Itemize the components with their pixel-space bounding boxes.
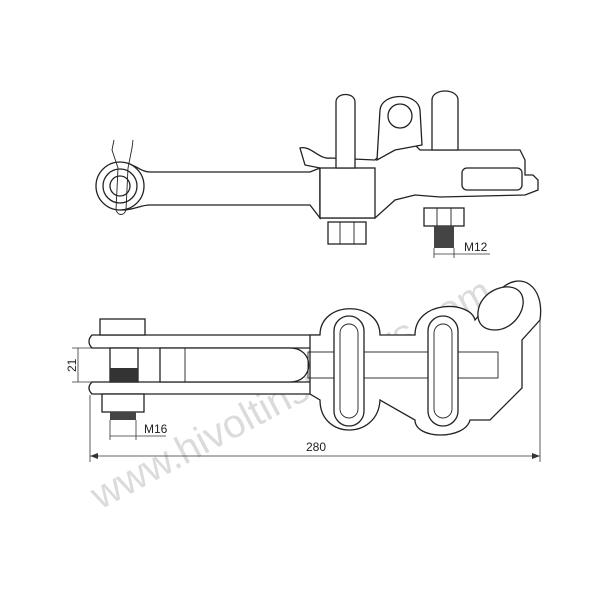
u-bolt-loop-1	[333, 315, 365, 427]
bolt-head	[99, 318, 146, 336]
u-bolt-1	[335, 93, 356, 169]
clevis-lower	[88, 381, 321, 395]
keeper-slot	[461, 167, 523, 191]
plan-view: 21 M16 280	[65, 280, 542, 462]
clevis-upper	[88, 334, 321, 349]
u-bolt-2	[431, 90, 459, 151]
dim-m12: M12	[464, 240, 488, 254]
dim-21: 21	[65, 358, 79, 372]
thread-m12	[434, 226, 454, 248]
thread-m16	[110, 368, 138, 382]
keeper-bar	[307, 351, 499, 379]
clamp-block	[319, 167, 376, 219]
pin	[109, 175, 131, 197]
dim-m16: M16	[144, 422, 168, 436]
bolt-tip	[110, 412, 136, 420]
nut-1	[327, 221, 367, 245]
bolt-nut	[101, 393, 145, 413]
plan-lug-eye	[477, 286, 524, 331]
lug-hole	[387, 103, 413, 129]
dim-280: 280	[306, 440, 326, 454]
arm-fork	[159, 347, 310, 383]
cotter-pin	[111, 139, 134, 215]
u-bolt-loop-2	[427, 315, 459, 427]
side-view: M12	[95, 90, 539, 258]
side-arm	[121, 162, 321, 220]
nut-2	[423, 207, 465, 227]
